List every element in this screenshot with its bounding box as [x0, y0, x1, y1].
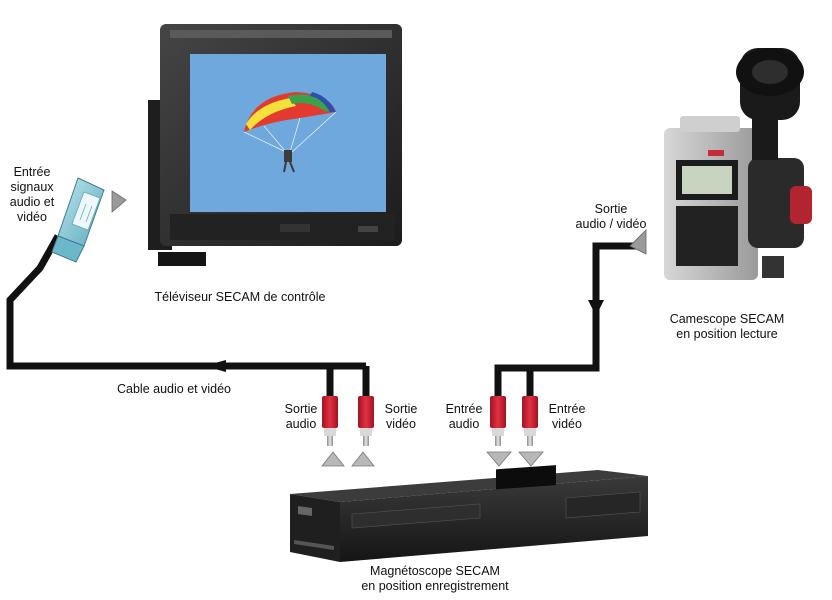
camcorder-output-line: audio / vidéo: [575, 217, 647, 231]
rca-plug-icon: [358, 396, 374, 446]
direction-arrow-icon: [629, 229, 647, 255]
vcr-out-audio-line: audio: [285, 417, 317, 431]
vcr-out-video-line: vidéo: [386, 417, 416, 431]
camcorder: [664, 48, 812, 280]
vcr-in-audio-line: audio: [448, 417, 480, 431]
vcr-in-audio-label: Entrée audio: [438, 402, 490, 432]
rca-plug-icon: [322, 396, 338, 446]
tv-caption: Téléviseur SECAM de contrôle: [120, 290, 360, 305]
tv-input-line: Entrée: [13, 165, 51, 179]
direction-arrow-icon: [486, 451, 512, 467]
vcr: [290, 465, 648, 562]
tv-input-label: Entrée signaux audio et vidéo: [0, 165, 64, 225]
television: [148, 24, 402, 266]
cable-caption-text: Cable audio et vidéo: [117, 382, 231, 396]
tv-caption-text: Téléviseur SECAM de contrôle: [154, 290, 326, 304]
tv-screen: [190, 54, 386, 212]
vcr-caption-line: en position enregistrement: [361, 579, 509, 593]
direction-arrow-icon: [588, 300, 604, 316]
direction-arrow-icon: [518, 451, 544, 467]
vcr-out-audio-line: Sortie: [284, 402, 318, 416]
rca-plug-icon: [522, 396, 538, 446]
direction-arrow-icon: [351, 451, 375, 467]
vcr-in-video-label: Entrée vidéo: [540, 402, 594, 432]
camcorder-output-label: Sortie audio / vidéo: [556, 202, 666, 232]
direction-arrow-icon: [204, 360, 226, 372]
vcr-in-audio-line: Entrée: [445, 402, 483, 416]
rca-plug-icon: [490, 396, 506, 446]
vcr-out-video-label: Sortie vidéo: [376, 402, 426, 432]
vcr-caption: Magnétoscope SECAM en position enregistr…: [320, 564, 550, 594]
vcr-in-video-line: Entrée: [548, 402, 586, 416]
camcorder-caption-line: Camescope SECAM: [669, 312, 785, 326]
scart-plug-icon: [51, 177, 105, 263]
vcr-out-audio-label: Sortie audio: [276, 402, 326, 432]
scart-cable: [6, 234, 334, 392]
direction-arrow-icon: [111, 190, 127, 213]
tv-input-line: audio et: [9, 195, 55, 209]
vcr-in-video-line: vidéo: [552, 417, 582, 431]
camcorder-cable: [592, 242, 636, 312]
tv-input-line: signaux: [10, 180, 54, 194]
parachute-icon: [243, 92, 337, 173]
tv-input-line: vidéo: [17, 210, 47, 224]
direction-arrow-icon: [321, 451, 345, 467]
camcorder-caption-line: en position lecture: [676, 327, 778, 341]
cable-caption: Cable audio et vidéo: [94, 382, 254, 397]
camcorder-output-line: Sortie: [594, 202, 628, 216]
vcr-caption-line: Magnétoscope SECAM: [370, 564, 500, 578]
camcorder-caption: Camescope SECAM en position lecture: [652, 312, 802, 342]
vcr-out-video-line: Sortie: [384, 402, 418, 416]
